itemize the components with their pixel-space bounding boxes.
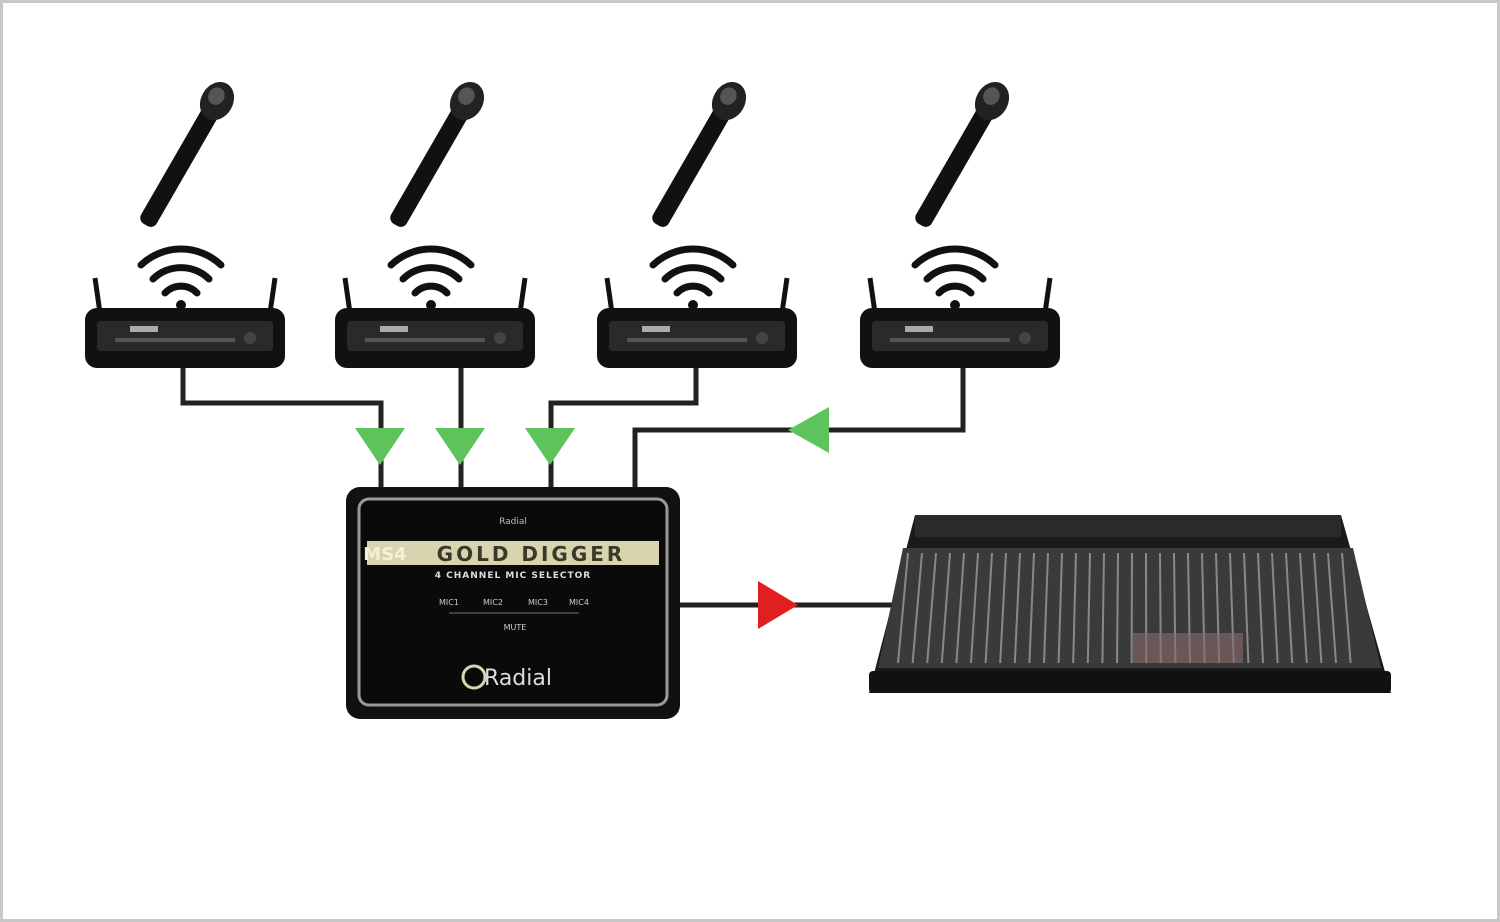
brand-logo: Radial	[484, 666, 552, 691]
channel-strip	[897, 552, 909, 664]
channel-strip	[926, 552, 937, 664]
channel-strip	[1243, 552, 1250, 664]
output-arrow	[758, 581, 798, 629]
channel-strip	[1313, 552, 1323, 664]
channel-strip	[1043, 552, 1049, 664]
channel-strip	[1072, 552, 1077, 664]
channel-strip	[970, 552, 979, 664]
channel-strip	[955, 552, 965, 664]
selector-model: MS4	[363, 544, 406, 565]
channel-strip	[1271, 552, 1279, 664]
channel-strip	[1285, 552, 1294, 664]
channel-strip	[1101, 552, 1105, 664]
mixing-console-icon	[869, 515, 1391, 693]
mic3-button[interactable]: MIC3	[528, 598, 548, 607]
channel-strip	[1116, 552, 1119, 664]
channel-strip	[1057, 552, 1063, 664]
selector-name: GOLD DIGGER	[437, 542, 626, 566]
channel-strip	[1086, 552, 1091, 664]
input-arrow	[788, 407, 829, 453]
wireless-signal-icon	[653, 249, 733, 310]
channel-strip	[940, 552, 951, 664]
mic4-button[interactable]: MIC4	[569, 598, 589, 607]
selector-top-label: Radial	[499, 517, 527, 527]
microphone-icon	[643, 75, 753, 233]
selector-subtitle: 4 CHANNEL MIC SELECTOR	[435, 571, 591, 581]
wireless-receiver-icon	[335, 278, 535, 368]
channel-strip	[1028, 552, 1035, 664]
input-arrow	[435, 428, 485, 465]
mute-label: MUTE	[504, 623, 527, 632]
channel-strip	[911, 552, 923, 664]
wireless-signal-icon	[391, 249, 471, 310]
channel-strip	[984, 552, 993, 664]
wireless-receiver-icon	[860, 278, 1060, 368]
microphone-icon	[381, 75, 491, 233]
wireless-receiver-icon	[85, 278, 285, 368]
mic-selector-box: Radial MS4 GOLD DIGGER 4 CHANNEL MIC SEL…	[346, 487, 680, 719]
input-arrow	[355, 428, 405, 465]
channel-strip	[1341, 552, 1352, 664]
wireless-signal-icon	[915, 249, 995, 310]
wireless-signal-icon	[141, 249, 221, 310]
mic1-button[interactable]: MIC1	[439, 598, 459, 607]
channel-strip	[999, 552, 1007, 664]
wireless-receiver-icon	[597, 278, 797, 368]
diagram-canvas: Radial MS4 GOLD DIGGER 4 CHANNEL MIC SEL…	[3, 75, 1391, 719]
input-arrow	[525, 428, 575, 465]
channel-strip	[1257, 552, 1264, 664]
channel-strip	[1013, 552, 1021, 664]
microphone-icon	[906, 75, 1016, 233]
channel-strip	[1327, 552, 1337, 664]
mic2-button[interactable]: MIC2	[483, 598, 503, 607]
channel-strip	[1299, 552, 1308, 664]
microphone-icon	[131, 75, 241, 233]
